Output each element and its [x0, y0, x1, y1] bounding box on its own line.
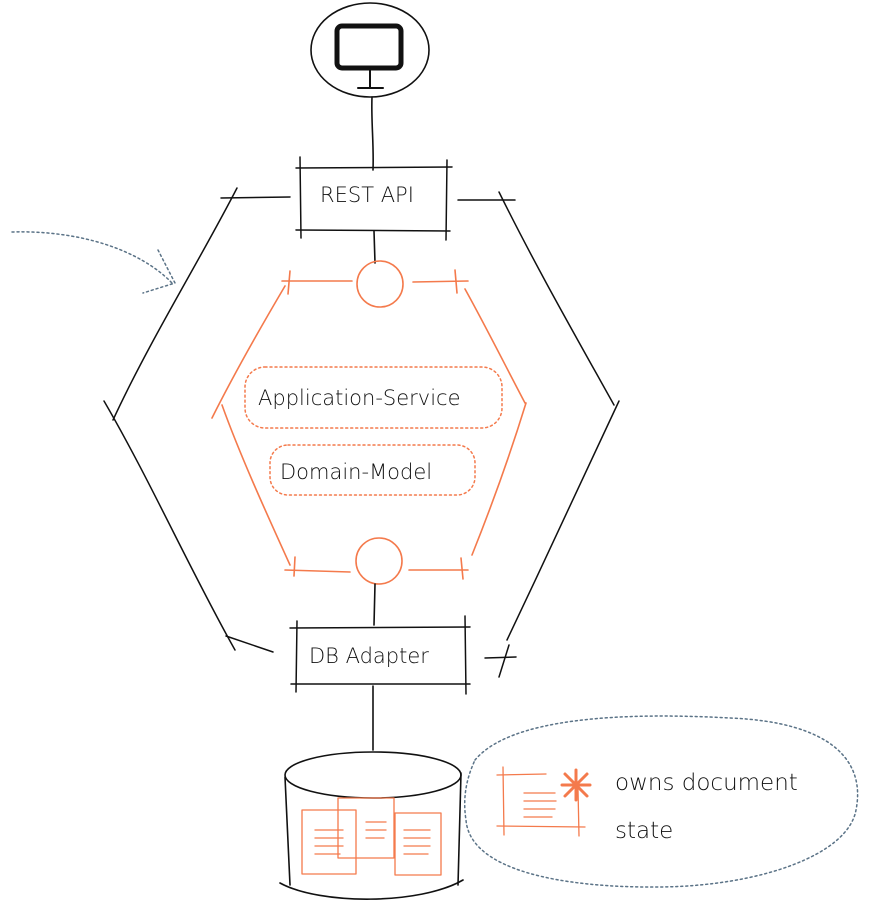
connector-rest-port [373, 230, 376, 264]
annotation-line-1: owns document [615, 770, 798, 796]
domain-model-label: Domain-Model [280, 460, 433, 484]
db-adapter-label: DB Adapter [309, 644, 429, 668]
domain-model-box [269, 444, 476, 496]
inbound-port [356, 260, 404, 308]
asterisk-icon [560, 768, 592, 802]
rest-api-label: REST API [320, 183, 414, 207]
database-icon [279, 751, 464, 900]
document-icon [496, 766, 586, 837]
annotation-line-2: state [615, 818, 674, 844]
outer-hexagon-adapters-layer [103, 187, 620, 678]
application-service-label: Application-Service [258, 386, 461, 410]
pointer-arrow [11, 231, 176, 294]
db-adapter-box [289, 615, 471, 695]
connector-port-db-adapter [373, 583, 376, 626]
inner-hexagon-domain-core [211, 269, 527, 580]
outbound-port [355, 537, 403, 585]
annotation-cloud [463, 715, 859, 888]
rest-api-box [295, 156, 453, 241]
client-monitor-icon [310, 2, 430, 98]
connector-client-rest [371, 96, 374, 171]
